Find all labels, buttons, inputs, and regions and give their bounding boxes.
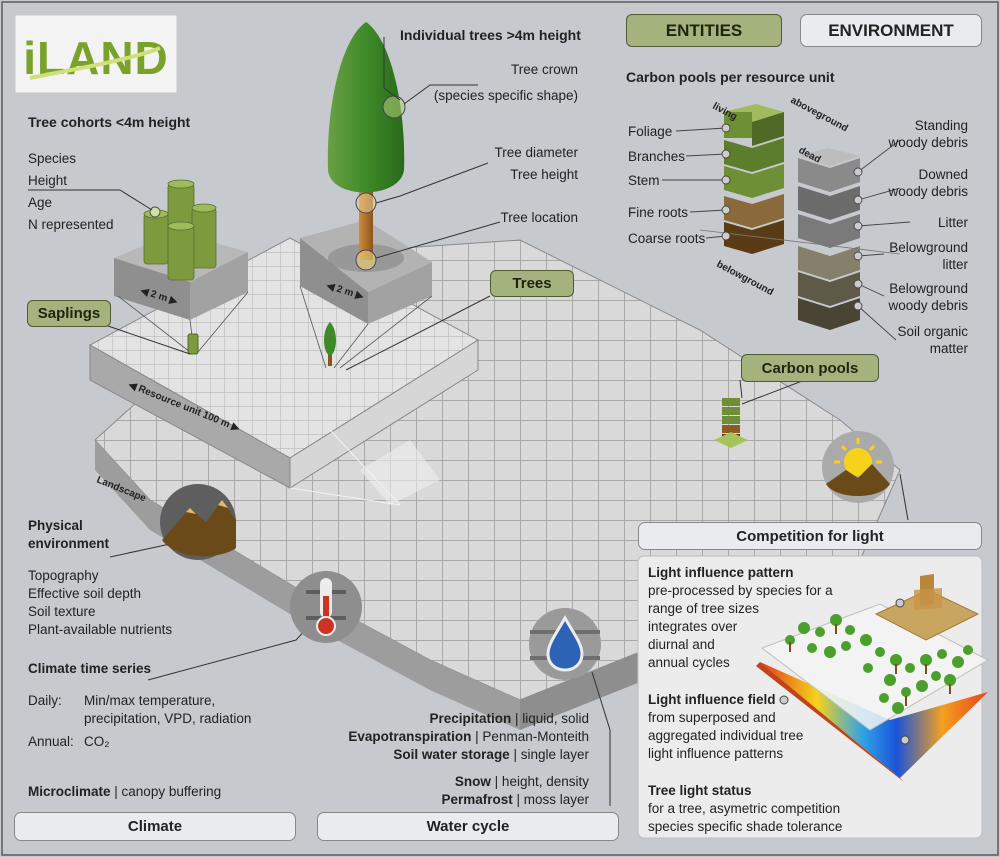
physical-soil-texture: Soil texture bbox=[28, 604, 96, 619]
microclimate-line: Microclimate | canopy buffering bbox=[28, 783, 221, 800]
climate-title: Climate time series bbox=[28, 661, 152, 676]
belowground-label: belowground bbox=[715, 259, 776, 298]
carbon-fine-roots: Fine roots bbox=[628, 205, 689, 220]
tree-crown-label: Tree crown bbox=[510, 62, 578, 77]
carbon-pool-marker bbox=[714, 398, 748, 448]
light-status-title: Tree light status bbox=[648, 783, 752, 798]
terrain-icon bbox=[160, 484, 236, 560]
carbon-branches: Branches bbox=[628, 149, 686, 164]
water-soil: Soil water storage bbox=[393, 747, 510, 762]
microclimate-rest: | canopy buffering bbox=[110, 784, 222, 799]
light-pattern-1: pre-processed by species for a bbox=[648, 583, 833, 598]
climate-daily-key: Daily: bbox=[28, 693, 62, 708]
water-drop-icon bbox=[529, 608, 601, 680]
climate-annual-val: CO₂ bbox=[84, 734, 110, 749]
thermometer-icon bbox=[290, 571, 362, 643]
light-field-3: light influence patterns bbox=[648, 746, 784, 761]
tree-crown-note: (species specific shape) bbox=[433, 88, 578, 103]
cohort-attr-height: Height bbox=[28, 173, 68, 188]
water-row-5: Permafrost | moss layer bbox=[441, 791, 589, 808]
light-pattern-4: diurnal and bbox=[648, 637, 715, 652]
cohort-attr-n: N represented bbox=[28, 217, 114, 232]
water-row-4: Snow | height, density bbox=[455, 773, 589, 790]
carbon-standing-1: Standing bbox=[914, 118, 968, 133]
physical-title-1: Physical bbox=[28, 518, 83, 533]
carbon-coarse-roots: Coarse roots bbox=[628, 231, 706, 246]
tree-cell-box bbox=[299, 22, 433, 369]
light-field-2: aggregated individual tree bbox=[648, 728, 804, 743]
carbon-downed-1: Downed bbox=[918, 167, 968, 182]
water-row-1: Precipitation | liquid, solid bbox=[429, 710, 589, 727]
carbon-stem: Stem bbox=[628, 173, 660, 188]
competition-for-light-bar[interactable]: Competition for light bbox=[638, 522, 982, 550]
light-status-1: for a tree, asymetric competition bbox=[648, 801, 841, 816]
climate-annual-key: Annual: bbox=[28, 734, 74, 749]
light-field-title: Light influence field bbox=[648, 692, 776, 707]
carbon-standing-2: woody debris bbox=[888, 135, 968, 150]
physical-nutrients: Plant-available nutrients bbox=[28, 622, 173, 637]
light-pattern-5: annual cycles bbox=[648, 655, 730, 670]
light-pattern-2: range of tree sizes bbox=[648, 601, 760, 616]
climate-daily-1: Min/max temperature, bbox=[84, 693, 216, 708]
carbon-bg-litter-2: litter bbox=[942, 257, 968, 272]
tab-environment[interactable]: ENVIRONMENT bbox=[800, 14, 982, 47]
trees-tag[interactable]: Trees bbox=[490, 270, 574, 297]
water-cycle-bar[interactable]: Water cycle bbox=[317, 812, 619, 841]
light-field-1: from superposed and bbox=[648, 710, 776, 725]
carbon-litter: Litter bbox=[937, 215, 968, 230]
sun-icon bbox=[822, 431, 894, 503]
climate-daily-2: precipitation, VPD, radiation bbox=[84, 711, 252, 726]
carbon-bg-litter-1: Belowground bbox=[889, 240, 968, 255]
water-snow-detail: | height, density bbox=[490, 774, 589, 789]
individual-trees-title: Individual trees >4m height bbox=[400, 27, 581, 43]
water-soil-detail: | single layer bbox=[509, 747, 589, 762]
cohort-attr-species: Species bbox=[28, 151, 77, 166]
microclimate-bold: Microclimate bbox=[28, 784, 111, 799]
water-row-2: Evapotranspiration | Penman-Monteith bbox=[348, 728, 589, 745]
tree-height-label: Tree height bbox=[510, 167, 578, 182]
carbon-title: Carbon pools per resource unit bbox=[626, 69, 835, 85]
carbon-downed-2: woody debris bbox=[888, 184, 968, 199]
tree-location-label: Tree location bbox=[500, 210, 578, 225]
tree-diameter-label: Tree diameter bbox=[494, 145, 578, 160]
light-panel bbox=[637, 555, 990, 839]
cohort-attr-age: Age bbox=[28, 195, 53, 210]
physical-title-2: environment bbox=[28, 536, 110, 551]
light-pattern-title: Light influence pattern bbox=[648, 565, 794, 580]
physical-soil-depth: Effective soil depth bbox=[28, 586, 142, 601]
water-permafrost-detail: | moss layer bbox=[512, 792, 589, 807]
light-pattern-3: integrates over bbox=[648, 619, 738, 634]
climate-bar[interactable]: Climate bbox=[14, 812, 296, 841]
aboveground-label: aboveground bbox=[789, 95, 850, 134]
physical-topography: Topography bbox=[28, 568, 99, 583]
saplings-tag[interactable]: Saplings bbox=[27, 300, 111, 327]
carbon-stacks bbox=[662, 104, 911, 341]
cohorts-title: Tree cohorts <4m height bbox=[28, 114, 191, 130]
light-status-2: species specific shade tolerance bbox=[648, 819, 843, 834]
water-et-detail: | Penman-Monteith bbox=[471, 729, 589, 744]
carbon-som-1: Soil organic bbox=[897, 324, 968, 339]
carbon-foliage: Foliage bbox=[628, 124, 673, 139]
water-row-3: Soil water storage | single layer bbox=[393, 746, 589, 763]
water-permafrost: Permafrost bbox=[441, 792, 513, 807]
water-precip-detail: | liquid, solid bbox=[511, 711, 589, 726]
water-snow: Snow bbox=[454, 774, 491, 789]
carbon-som-2: matter bbox=[929, 341, 968, 356]
water-et: Evapotranspiration bbox=[348, 729, 472, 744]
tab-entities[interactable]: ENTITIES bbox=[626, 14, 782, 47]
carbon-bg-wd-1: Belowground bbox=[889, 281, 968, 296]
carbon-bg-wd-2: woody debris bbox=[888, 298, 968, 313]
water-precip: Precipitation bbox=[429, 711, 512, 726]
carbon-pools-tag[interactable]: Carbon pools bbox=[741, 354, 879, 382]
sapling-cell-box bbox=[114, 179, 249, 355]
iland-logo: iLAND bbox=[14, 14, 178, 94]
